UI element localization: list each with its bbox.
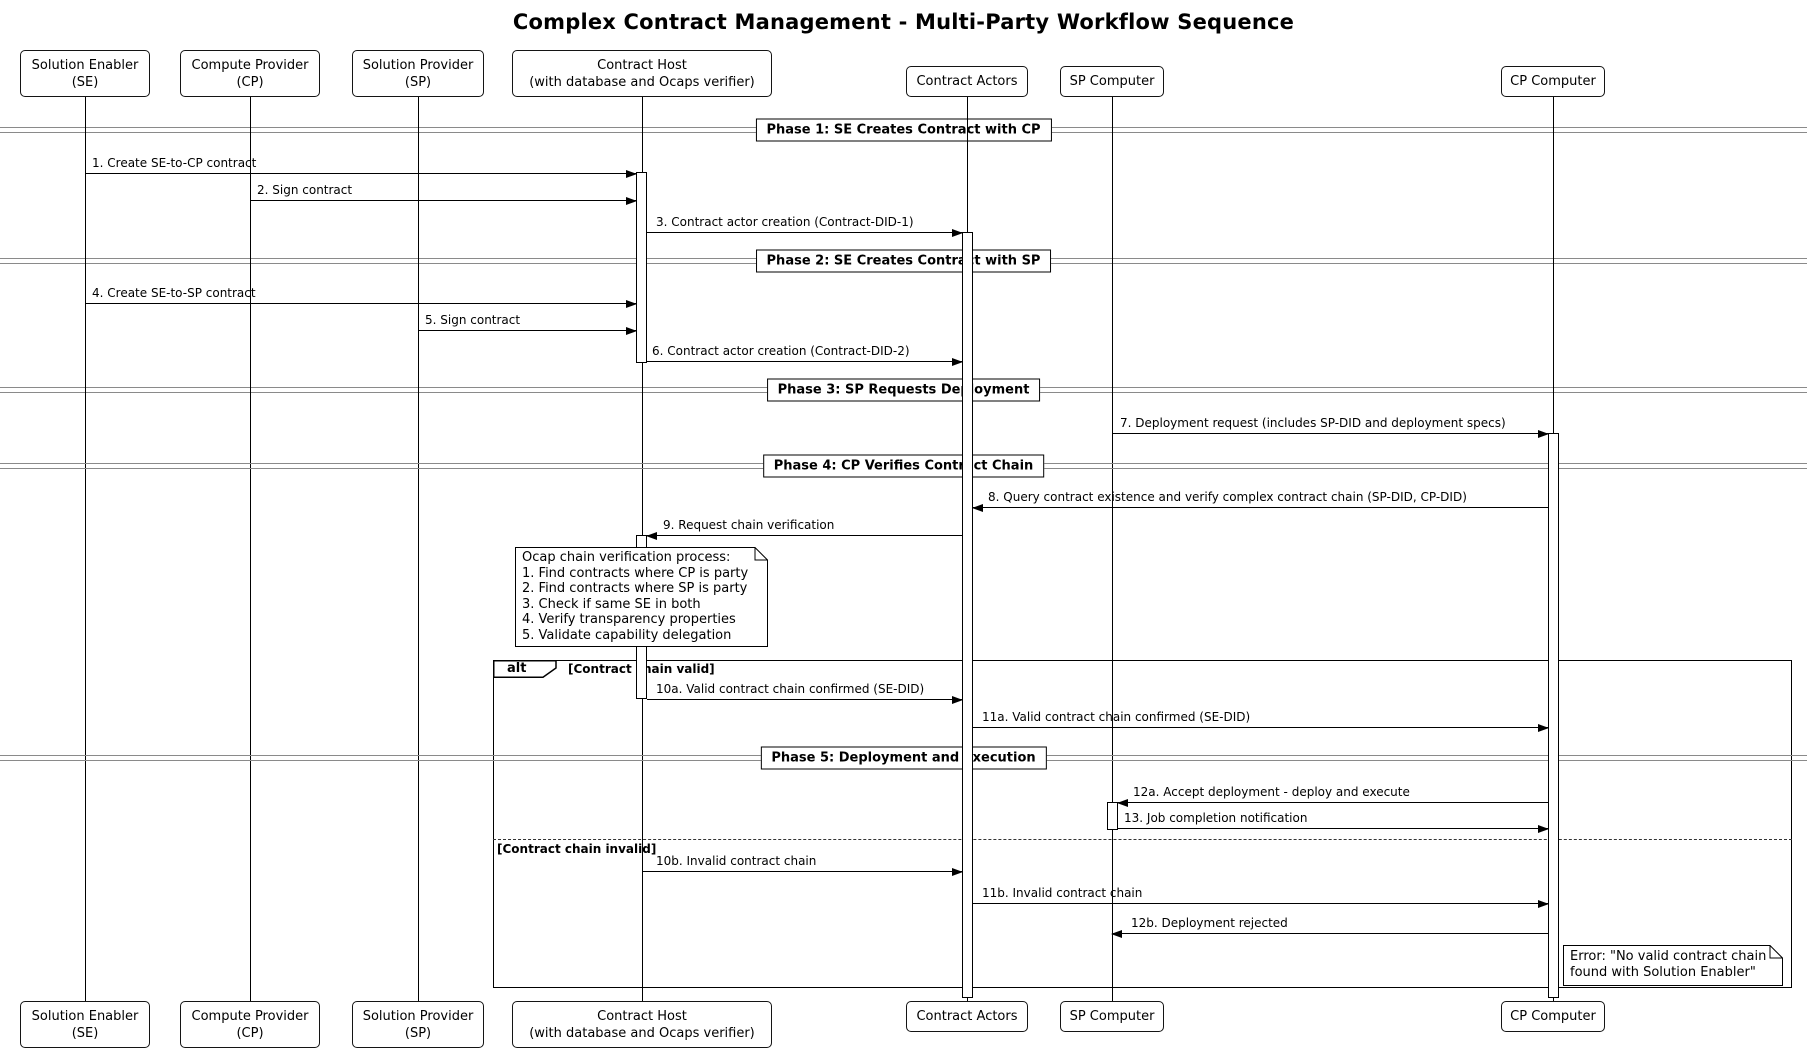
lifeline-solution-enabler — [85, 97, 86, 1001]
message-7-label: 7. Deployment request (includes SP-DID a… — [1120, 416, 1506, 430]
phase-4-label: Phase 4: CP Verifies Contract Chain — [762, 454, 1045, 478]
participant-bottom-contract-host: Contract Host (with database and Ocaps v… — [512, 1001, 772, 1048]
participant-bottom-sp-computer: SP Computer — [1060, 1001, 1164, 1032]
participant-label: Solution Enabler (SE) — [31, 57, 139, 90]
message-11b-label: 11b. Invalid contract chain — [982, 886, 1143, 900]
participant-label: Solution Provider (SP) — [362, 57, 474, 90]
phase-5-label: Phase 5: Deployment and Execution — [760, 746, 1047, 770]
participant-top-contract-host: Contract Host (with database and Ocaps v… — [512, 50, 772, 97]
activation-cp-computer — [1548, 433, 1559, 998]
participant-label: Solution Provider (SP) — [362, 1008, 474, 1041]
participant-label: Solution Enabler (SE) — [31, 1008, 139, 1041]
message-6-label: 6. Contract actor creation (Contract-DID… — [652, 344, 910, 358]
message-3-label: 3. Contract actor creation (Contract-DID… — [656, 215, 914, 229]
lifeline-compute-provider — [250, 97, 251, 1001]
message-9-label: 9. Request chain verification — [663, 518, 835, 532]
alt-operator-pentagon — [493, 660, 557, 678]
message-10a: 10a. Valid contract chain confirmed (SE-… — [647, 681, 963, 704]
diagram-title: Complex Contract Management - Multi-Part… — [512, 10, 1295, 34]
message-3: 3. Contract actor creation (Contract-DID… — [647, 214, 963, 237]
participant-bottom-compute-provider: Compute Provider (CP) — [180, 1001, 320, 1048]
participant-bottom-solution-enabler: Solution Enabler (SE) — [20, 1001, 150, 1048]
participant-label: CP Computer — [1510, 74, 1596, 89]
phase-1-label: Phase 1: SE Creates Contract with CP — [755, 118, 1052, 142]
participant-top-solution-provider: Solution Provider (SP) — [352, 50, 484, 97]
message-12a-label: 12a. Accept deployment - deploy and exec… — [1133, 785, 1410, 799]
lifeline-solution-provider — [418, 97, 419, 1001]
alt-condition-invalid: [Contract chain invalid] — [497, 842, 657, 856]
message-10b-label: 10b. Invalid contract chain — [656, 854, 817, 868]
message-6: 6. Contract actor creation (Contract-DID… — [647, 343, 963, 366]
participant-label: Contract Host (with database and Ocaps v… — [529, 1008, 755, 1041]
message-7: 7. Deployment request (includes SP-DID a… — [1112, 415, 1549, 438]
participant-top-compute-provider: Compute Provider (CP) — [180, 50, 320, 97]
note-verification-process: Ocap chain verification process: 1. Find… — [515, 547, 768, 647]
message-2: 2. Sign contract — [250, 182, 637, 205]
message-1-label: 1. Create SE-to-CP contract — [92, 156, 257, 170]
message-11b: 11b. Invalid contract chain — [973, 885, 1549, 908]
participant-label: CP Computer — [1510, 1009, 1596, 1024]
participant-top-sp-computer: SP Computer — [1060, 66, 1164, 97]
message-11a-label: 11a. Valid contract chain confirmed (SE-… — [982, 710, 1251, 724]
message-5-label: 5. Sign contract — [425, 313, 521, 327]
participant-top-solution-enabler: Solution Enabler (SE) — [20, 50, 150, 97]
message-13-label: 13. Job completion notification — [1124, 811, 1308, 825]
participant-bottom-contract-actors: Contract Actors — [906, 1001, 1028, 1032]
participant-label: Contract Host (with database and Ocaps v… — [529, 57, 755, 90]
note-shape — [515, 547, 768, 647]
message-11a: 11a. Valid contract chain confirmed (SE-… — [973, 709, 1549, 732]
message-4: 4. Create SE-to-SP contract — [85, 285, 637, 308]
message-1: 1. Create SE-to-CP contract — [85, 155, 637, 178]
alt-operator-label: alt — [507, 661, 527, 676]
alt-else-divider — [493, 839, 1792, 840]
message-10a-label: 10a. Valid contract chain confirmed (SE-… — [656, 682, 925, 696]
message-8-label: 8. Query contract existence and verify c… — [988, 490, 1467, 504]
note-verification-text: Ocap chain verification process: 1. Find… — [522, 550, 749, 643]
activation-contract-actors — [962, 232, 973, 998]
phase-3-label: Phase 3: SP Requests Deployment — [766, 378, 1041, 402]
participant-label: SP Computer — [1069, 74, 1155, 89]
lifeline-sp-computer — [1112, 97, 1113, 1001]
activation-contract-host-1 — [636, 172, 647, 363]
message-12b: 12b. Deployment rejected — [1111, 915, 1548, 938]
alt-frame — [493, 660, 1792, 988]
participant-label: Contract Actors — [916, 74, 1018, 89]
note-shape — [1563, 945, 1783, 986]
participant-label: Contract Actors — [916, 1009, 1018, 1024]
message-9: 9. Request chain verification — [646, 517, 962, 540]
participant-label: Compute Provider (CP) — [191, 1008, 309, 1041]
message-5: 5. Sign contract — [418, 312, 637, 335]
message-13: 13. Job completion notification — [1118, 810, 1549, 833]
message-8: 8. Query contract existence and verify c… — [972, 489, 1548, 512]
note-error: Error: "No valid contract chain found wi… — [1563, 945, 1783, 986]
message-12b-label: 12b. Deployment rejected — [1131, 916, 1288, 930]
message-2-label: 2. Sign contract — [257, 183, 353, 197]
participant-label: Compute Provider (CP) — [191, 57, 309, 90]
phase-2-label: Phase 2: SE Creates Contract with SP — [755, 249, 1052, 273]
message-4-label: 4. Create SE-to-SP contract — [92, 286, 256, 300]
activation-sp-computer — [1107, 802, 1118, 830]
participant-top-cp-computer: CP Computer — [1501, 66, 1605, 97]
participant-top-contract-actors: Contract Actors — [906, 66, 1028, 97]
message-10b: 10b. Invalid contract chain — [642, 853, 963, 876]
participant-bottom-cp-computer: CP Computer — [1501, 1001, 1605, 1032]
participant-bottom-solution-provider: Solution Provider (SP) — [352, 1001, 484, 1048]
note-error-text: Error: "No valid contract chain found wi… — [1570, 949, 1767, 980]
message-12a: 12a. Accept deployment - deploy and exec… — [1117, 784, 1548, 807]
participant-label: SP Computer — [1069, 1009, 1155, 1024]
